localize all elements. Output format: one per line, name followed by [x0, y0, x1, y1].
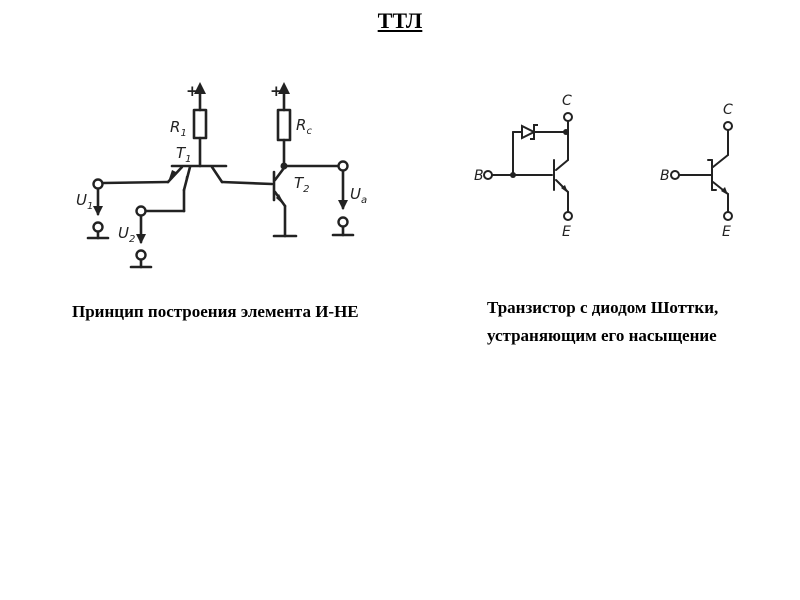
r1-supply-arrow: [194, 82, 206, 112]
label-r1: R1: [170, 118, 187, 139]
plus-sign-r1: +: [186, 82, 199, 100]
input-terminal-u2: [135, 205, 147, 217]
terminal-e2: [723, 211, 733, 221]
schottky-transistor-symbol: B C E: [660, 102, 733, 240]
caption-schottky-transistor: Транзистор с диодом Шоттки, устраняющим …: [487, 298, 719, 345]
label-e2: E: [722, 224, 731, 240]
rc-supply-arrow: [278, 82, 290, 112]
label-t2: T2: [294, 174, 310, 195]
label-rc: Rc: [296, 116, 312, 137]
terminal-c1: [563, 112, 573, 122]
caption-nand-principle: Принцип построения элемента И-НЕ: [72, 302, 359, 321]
output-terminal-ua: [337, 160, 349, 172]
terminal-e1: [563, 211, 573, 221]
label-b1: B: [474, 168, 484, 184]
schottky-transistor-expanded: B C E: [474, 93, 573, 240]
page-title: ТТЛ: [377, 8, 423, 33]
input-terminal-u1: [92, 178, 104, 190]
transistor-t1: [166, 164, 228, 192]
terminal-c2: [723, 121, 733, 131]
terminal-b2: [670, 170, 680, 180]
label-b2: B: [660, 168, 670, 184]
label-u2: U2: [118, 224, 135, 245]
transistor-t2: [272, 166, 298, 238]
resistor-r1: [192, 108, 208, 140]
plus-sign-rc: +: [270, 82, 283, 100]
label-e1: E: [562, 224, 571, 240]
label-ua: Ua: [350, 185, 367, 206]
label-u1: U1: [76, 191, 93, 212]
terminal-b1: [483, 170, 493, 180]
resistor-rc: [276, 108, 292, 142]
label-c1: C: [562, 93, 572, 109]
label-t1: T1: [176, 144, 192, 165]
ttl-nand-circuit: + R1 T1 U1 U2: [76, 82, 367, 269]
label-c2: C: [723, 102, 733, 118]
